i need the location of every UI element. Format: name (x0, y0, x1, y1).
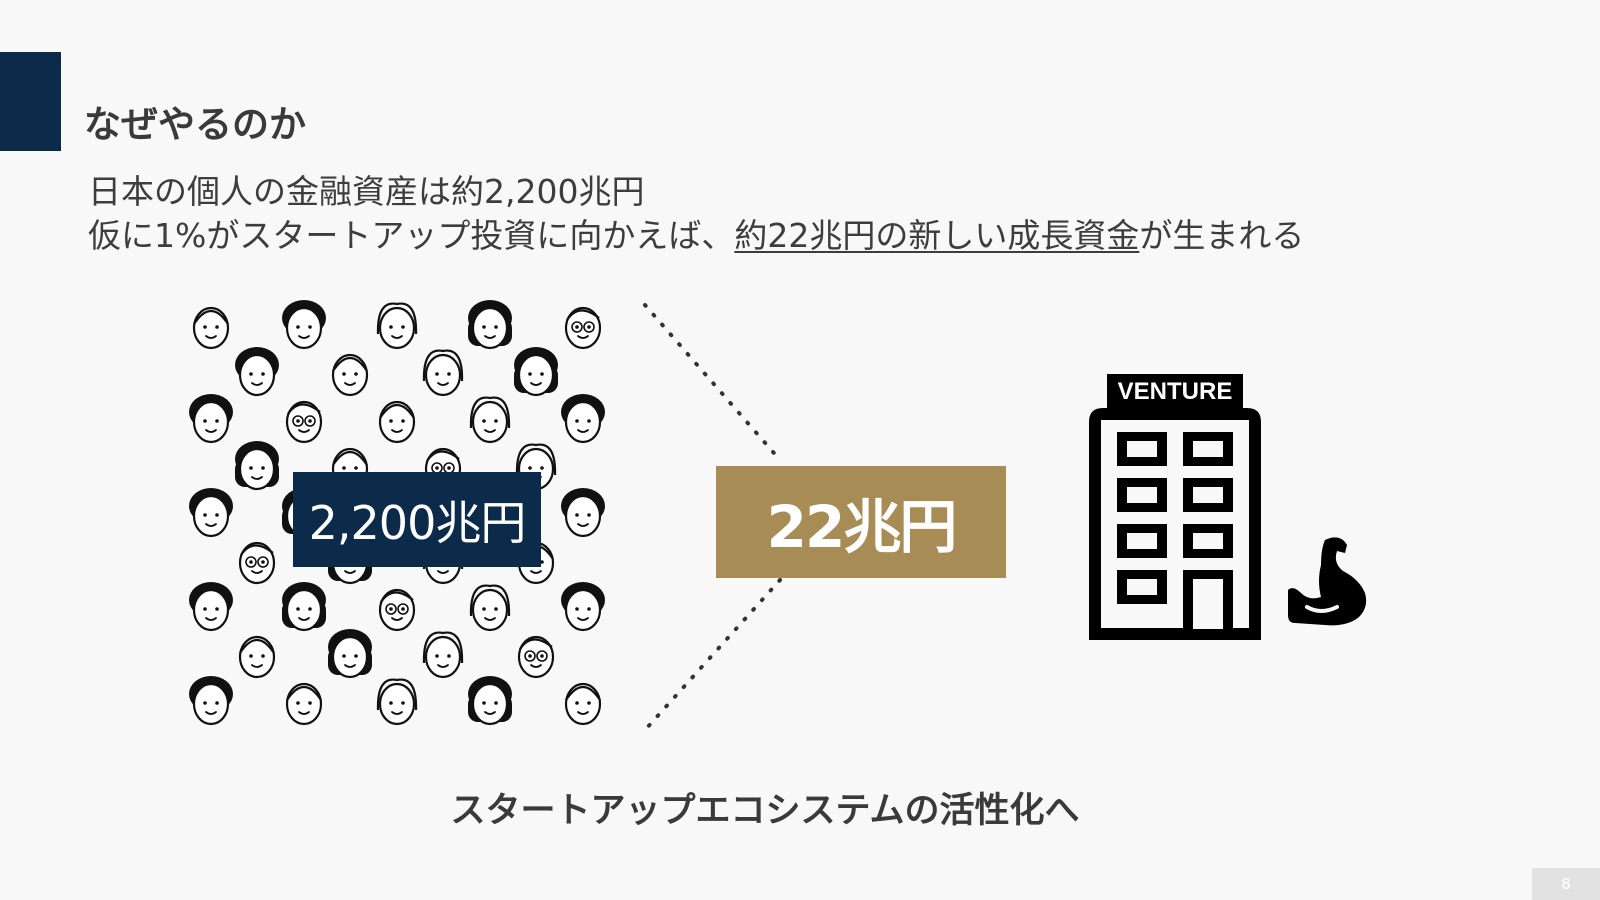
office-building-icon: VENTURE (1089, 374, 1261, 640)
body-line-2-suffix: が生まれる (1139, 216, 1305, 255)
funnel-dotted-lines (643, 303, 782, 732)
page-number: 8 (1532, 868, 1600, 900)
body-line-2-highlight: 約22兆円の新しい成長資金 (734, 216, 1140, 255)
building-sign-label: VENTURE (1118, 378, 1233, 405)
body-line-2: 仮に1%がスタートアップ投資に向かえば、約22兆円の新しい成長資金が生まれる (88, 214, 1304, 258)
total-assets-badge: 2,200兆円 (293, 472, 541, 567)
body-line-1: 日本の個人の金融資産は約2,200兆円 (88, 172, 645, 211)
title-accent-bar (0, 52, 61, 151)
flexed-bicep-icon (1288, 537, 1367, 626)
slide-title: なぜやるのか (84, 103, 306, 146)
body-line-2-prefix: 仮に1%がスタートアップ投資に向かえば、 (88, 216, 735, 255)
growth-capital-badge: 22兆円 (716, 466, 1006, 578)
closing-caption: スタートアップエコシステムの活性化へ (450, 791, 1080, 831)
body-text: 日本の個人の金融資産は約2,200兆円 仮に1%がスタートアップ投資に向かえば、… (88, 170, 1304, 258)
